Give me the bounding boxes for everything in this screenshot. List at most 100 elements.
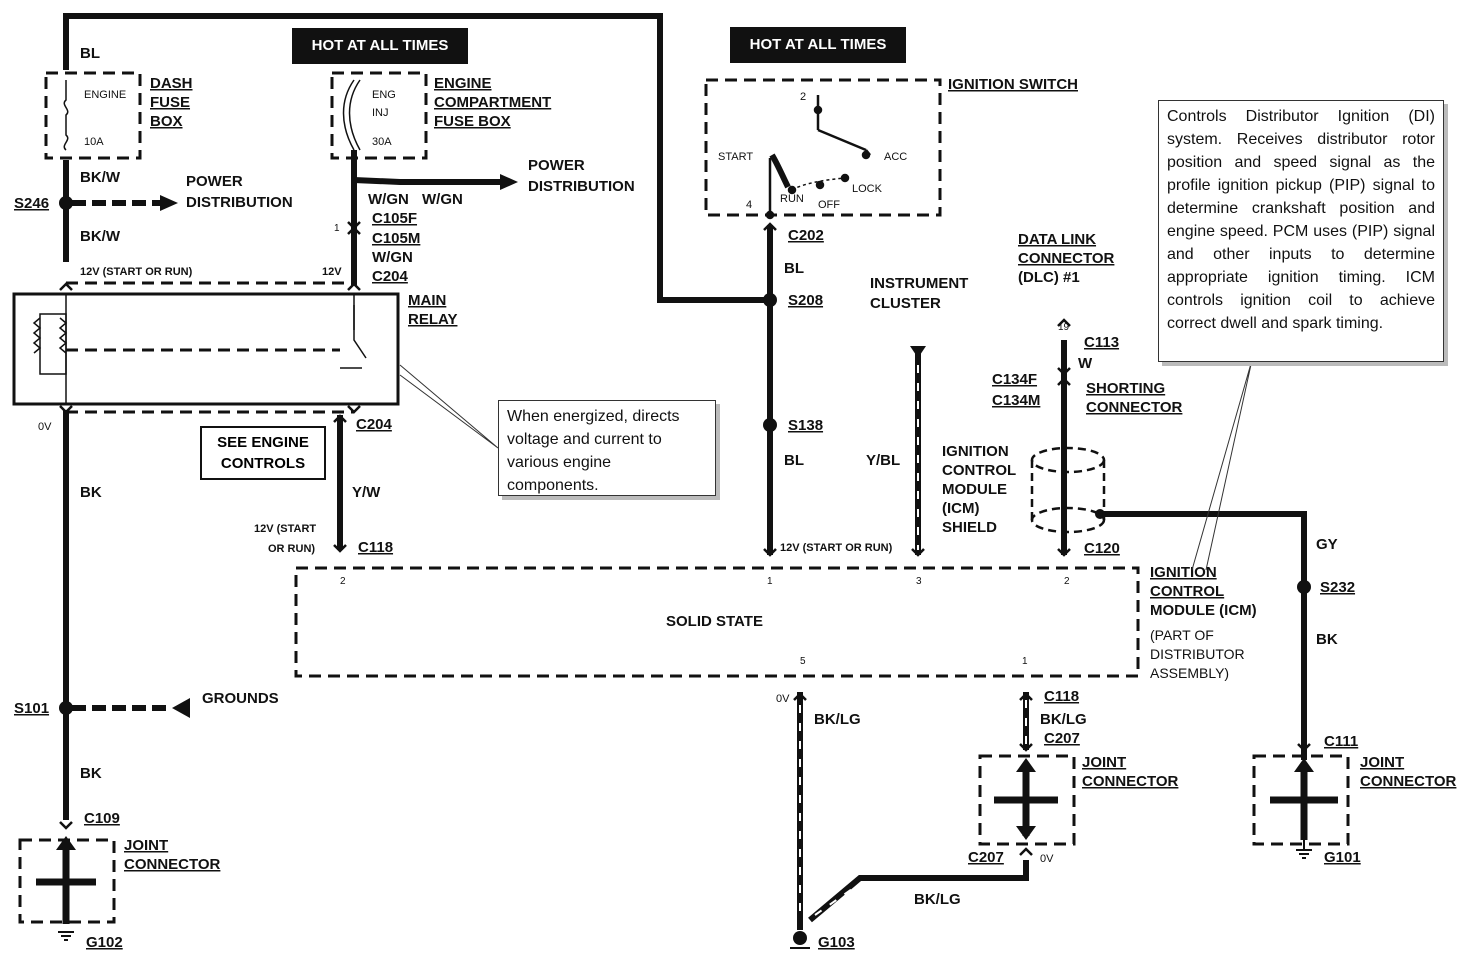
ground-g103 [793,931,807,945]
grounds-label: GROUNDS [202,690,279,707]
dash-fuse-title-3: BOX [150,113,183,130]
wire-label-bl-ign: BL [784,260,804,277]
icm-label-1: IGNITION [1150,564,1217,581]
joint-c207-1: JOINT [1082,754,1126,771]
pin-3-icm: 3 [916,576,922,587]
pin-2-icm: 2 [340,576,346,587]
pin-19: 19 [1058,322,1070,333]
label-s138: S138 [788,417,823,434]
wire-label-wgn-3: W/GN [372,249,413,266]
icm-part-1: (PART OF [1150,627,1214,643]
ignition-switch-box [704,78,942,217]
label-c120: C120 [1084,540,1120,557]
power-dist-2a: POWER [528,157,585,174]
power-dist-arrowhead-right [500,174,518,190]
splice-s101 [59,701,73,715]
dash-fuse-rating: 10A [84,136,104,148]
ign-pin-4: 4 [746,199,752,211]
joint-c109-2: CONNECTOR [124,856,221,873]
label-s208: S208 [788,292,823,309]
dash-fuse-title-1: DASH [150,75,193,92]
icm-label-3: MODULE (ICM) [1150,602,1257,619]
grounds-arrowhead [172,698,190,718]
callout-icm [1191,359,1253,571]
wire-bl-top [63,13,770,303]
splice-s246 [59,196,73,210]
engine-fuse-rating: 30A [372,136,392,148]
voltage-or-run: OR RUN) [268,543,315,555]
label-g103: G103 [818,934,855,951]
wire-label-ybl: Y/BL [866,452,900,469]
icm-box [294,566,1140,678]
label-c113: C113 [1084,334,1119,351]
wire-gy [1100,511,1307,740]
voltage-0v-left: 0V [38,421,52,433]
see-engine-controls-2: CONTROLS [220,455,306,472]
pin-1-icm: 1 [767,576,773,587]
voltage-0v-right: 0V [1040,853,1054,865]
power-dist-arrowhead-left [160,195,178,211]
icm-shield-3: MODULE [942,481,1007,498]
icm-part-3: ASSEMBLY) [1150,665,1229,681]
joint-c111-2: CONNECTOR [1360,773,1457,790]
wire-label-gy: GY [1316,536,1338,553]
label-c134f: C134F [992,371,1037,388]
label-s232: S232 [1320,579,1355,596]
wire-label-bk-right: BK [1316,631,1338,648]
icm-shield-5: SHIELD [942,519,997,536]
shorting-1: SHORTING [1086,380,1165,397]
engine-fuse-box [330,71,428,160]
voltage-12v-start-run-right: 12V (START OR RUN) [780,542,893,554]
label-c111: C111 [1324,733,1358,750]
wire-label-bk-1: BK [80,484,102,501]
hot-label-left: HOT AT ALL TIMES [292,28,468,64]
label-c105f: C105F [372,210,417,227]
splice-s208 [763,293,777,307]
wire-label-w: W [1078,355,1093,372]
icm-shield-4: (ICM) [942,500,980,517]
label-s101: S101 [14,700,49,717]
relay-note: When energized, directs voltage and curr… [498,400,716,496]
dlc-1: DATA LINK [1018,231,1096,248]
pin-1b-icm: 1 [1022,656,1028,667]
label-g102: G102 [86,934,123,951]
voltage-12v-start: 12V (START [254,523,316,535]
icm-part-2: DISTRIBUTOR [1150,646,1245,662]
label-c207-bottom: C207 [968,849,1004,866]
wire-label-bkw-1: BK/W [80,169,121,186]
voltage-12v-left: 12V [322,266,342,278]
see-engine-controls-1: SEE ENGINE [217,434,309,451]
label-c204-top: C204 [372,268,409,285]
wire-label-bkw-2: BK/W [80,228,121,245]
main-relay-2: RELAY [408,311,457,328]
dash-fuse-name: ENGINE [84,89,126,101]
dlc-3: (DLC) #1 [1018,269,1080,286]
see-engine-controls[interactable]: SEE ENGINE CONTROLS [200,426,326,480]
ign-start: START [718,151,753,163]
label-c105m: C105M [372,230,420,247]
main-relay-1: MAIN [408,292,446,309]
ign-off: OFF [818,199,840,211]
wire-bklg-bottom [808,860,1029,923]
instrument-cluster-1: INSTRUMENT [870,275,968,292]
wire-label-bk-2: BK [80,765,102,782]
ign-acc: ACC [884,151,907,163]
wire-label-bklg-3: BK/LG [914,891,961,908]
power-dist-1b: DISTRIBUTION [186,194,293,211]
joint-c111-1: JOINT [1360,754,1404,771]
label-c109: C109 [84,810,120,827]
joint-c207-2: CONNECTOR [1082,773,1179,790]
wire-label-bl-top: BL [80,45,100,62]
dlc-2: CONNECTOR [1018,250,1115,267]
label-c207-top: C207 [1044,730,1080,747]
dlc-instrument-arrow [910,346,926,358]
main-relay-box [12,292,400,406]
wire-label-bklg-1: BK/LG [814,711,861,728]
instrument-cluster-2: CLUSTER [870,295,941,312]
pin-2b-icm: 2 [1064,576,1070,587]
splice-s232 [1297,580,1311,594]
wire-label-wgn-2: W/GN [422,191,463,208]
icm-shield-1: IGNITION [942,443,1009,460]
label-c204-bottom: C204 [356,416,393,433]
callout-relay [399,364,499,449]
